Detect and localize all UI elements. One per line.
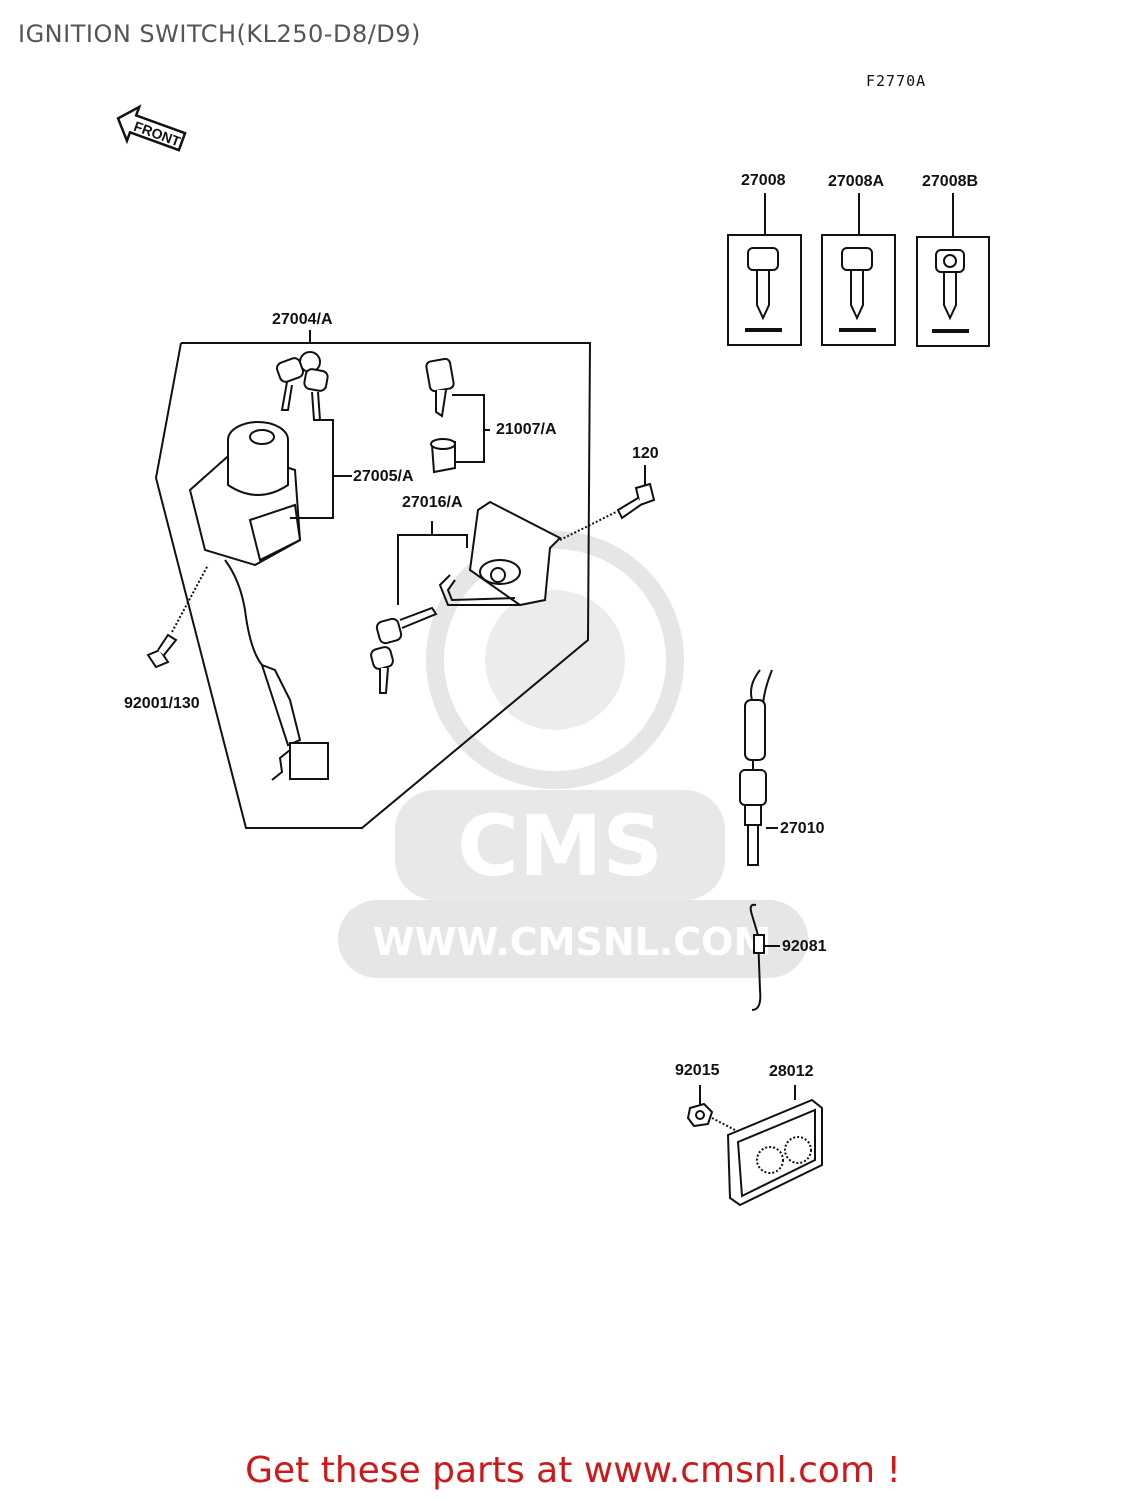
part-label-27004[interactable]: 27004/A xyxy=(272,311,333,328)
figure-code: F2770A xyxy=(866,72,927,90)
cms-watermark: CMS WWW.CMSNL.COM xyxy=(338,531,808,978)
key-card-27008A xyxy=(821,193,896,346)
svg-text:CMS: CMS xyxy=(457,797,663,895)
diagram-title: IGNITION SWITCH(KL250-D8/D9) xyxy=(18,20,421,48)
seat-lock xyxy=(370,500,617,694)
part-label-92081[interactable]: 92081 xyxy=(782,938,827,955)
nut-92015 xyxy=(686,1085,736,1131)
part-label-27008A[interactable]: 27008A xyxy=(828,173,885,190)
part-label-21007[interactable]: 21007/A xyxy=(496,421,557,438)
assembly-outline xyxy=(154,330,592,829)
part-label-27008[interactable]: 27008 xyxy=(741,172,786,189)
part-label-27016[interactable]: 27016/A xyxy=(402,494,463,511)
key-cap-21007 xyxy=(425,357,490,474)
reflector-28012 xyxy=(726,1085,823,1207)
footer-link[interactable]: Get these parts at www.cmsnl.com ! xyxy=(245,1450,901,1491)
front-arrow: FRONT xyxy=(116,104,187,152)
bolt-92001 xyxy=(146,564,209,669)
part-label-27010[interactable]: 27010 xyxy=(780,820,825,837)
key-card-27008 xyxy=(727,193,802,346)
switch-27010 xyxy=(739,669,778,866)
part-label-92015[interactable]: 92015 xyxy=(675,1062,720,1079)
svg-text:WWW.CMSNL.COM: WWW.CMSNL.COM xyxy=(373,920,772,964)
spring-92081 xyxy=(749,903,780,1011)
switch-keys xyxy=(275,351,329,421)
bracket-27005 xyxy=(290,419,352,519)
part-label-28012[interactable]: 28012 xyxy=(769,1063,814,1080)
part-label-92001[interactable]: 92001/130 xyxy=(124,695,200,712)
part-label-120[interactable]: 120 xyxy=(632,445,659,462)
key-card-27008B xyxy=(916,193,990,347)
part-label-27008B[interactable]: 27008B xyxy=(922,173,979,190)
ignition-switch xyxy=(188,421,329,781)
part-label-27005[interactable]: 27005/A xyxy=(353,468,414,485)
bolt-120 xyxy=(616,465,656,520)
